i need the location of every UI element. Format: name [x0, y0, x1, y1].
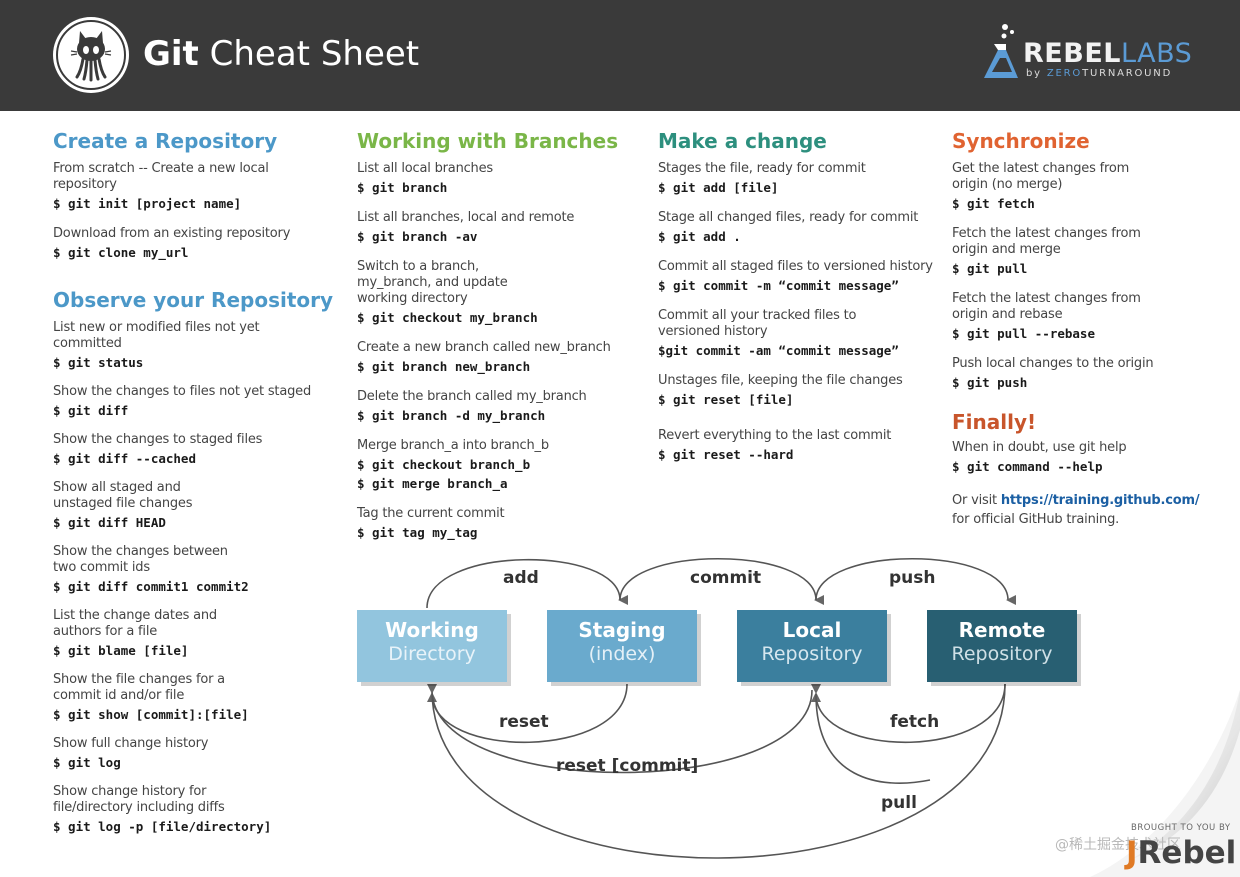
rebellabs-logo: REBELLABS — [1023, 38, 1193, 69]
list-item: Show full change history $ git log — [53, 736, 209, 770]
box-remote-repository: Remote Repository — [927, 610, 1077, 682]
section-title-branches: Working with Branches — [357, 129, 619, 153]
list-item: List all local branches $ git branch — [357, 161, 493, 195]
arrow-reset — [427, 683, 628, 744]
section-title-observe: Observe your Repository — [53, 288, 334, 312]
list-item: Stages the file, ready for commit $ git … — [658, 161, 866, 195]
list-item: Fetch the latest changes from origin and… — [952, 291, 1141, 341]
box-staging-index: Staging (index) — [547, 610, 697, 682]
arrow-push — [815, 557, 1017, 605]
list-item: Download from an existing repository $ g… — [53, 226, 291, 260]
list-item: Show the changes to staged files $ git d… — [53, 432, 263, 466]
rebellabs-tagline: by ZEROTURNAROUND — [1026, 68, 1173, 79]
list-item: Tag the current commit $ git tag my_tag — [357, 506, 505, 540]
list-item: Switch to a branch, my_branch, and updat… — [357, 259, 538, 325]
label-commit: commit — [690, 568, 761, 588]
brought-to-you-label: BROUGHT TO YOU BY — [1131, 823, 1231, 833]
column-change: Make a change Stages the file, ready for… — [658, 128, 938, 463]
label-pull: pull — [881, 793, 917, 813]
list-item: Fetch the latest changes from origin and… — [952, 226, 1141, 276]
column-synchronize: Synchronize Get the latest changes from … — [952, 128, 1232, 528]
list-item: Create a new branch called new_branch $ … — [357, 340, 611, 374]
list-item: Stage all changed files, ready for commi… — [658, 210, 919, 244]
arrow-fetch — [811, 683, 1006, 744]
label-add: add — [503, 568, 539, 588]
page-title: Git Cheat Sheet — [143, 34, 420, 74]
flask-icon — [980, 22, 1020, 82]
list-item: From scratch -- Create a new local repos… — [53, 161, 269, 211]
watermark: @稀土掘金技术社区 — [1055, 837, 1181, 853]
list-item: Show change history for file/directory i… — [53, 784, 272, 834]
label-push: push — [889, 568, 936, 588]
column-repository: Create a Repository From scratch -- Crea… — [53, 128, 333, 835]
label-reset: reset — [499, 712, 549, 732]
list-item: Show all staged and unstaged file change… — [53, 480, 193, 530]
list-item: List new or modified files not yet commi… — [53, 320, 260, 370]
arrow-reset-commit — [431, 689, 813, 774]
list-item: Commit all staged files to versioned his… — [658, 259, 933, 293]
list-item: List the change dates and authors for a … — [53, 608, 217, 658]
list-item: Unstages file, keeping the file changes … — [658, 373, 903, 407]
label-fetch: fetch — [890, 712, 939, 732]
training-link[interactable]: https://training.github.com/ — [1000, 493, 1200, 508]
list-item: Push local changes to the origin $ git p… — [952, 356, 1154, 390]
list-item: Delete the branch called my_branch $ git… — [357, 389, 587, 423]
list-item: Show the changes between two commit ids … — [53, 544, 249, 594]
page-curl-decoration — [1090, 690, 1240, 877]
list-item: Revert everything to the last commit $ g… — [658, 428, 892, 462]
arrow-pull — [431, 683, 1006, 859]
header-bar: Git Cheat Sheet REBELLABS by ZEROTURNARO… — [0, 0, 1240, 111]
section-title-change: Make a change — [658, 129, 827, 153]
section-title-finally: Finally! — [952, 410, 1037, 434]
list-item: Show the changes to files not yet staged… — [53, 384, 311, 418]
arrow-commit — [619, 557, 825, 605]
training-note: Or visit https://training.github.com/ fo… — [952, 493, 1200, 527]
github-octocat-icon — [53, 17, 129, 93]
box-working-directory: Working Directory — [357, 610, 507, 682]
section-title-create: Create a Repository — [53, 129, 278, 153]
jrebel-logo: JRebel — [1126, 835, 1237, 871]
column-branches: Working with Branches List all local bra… — [357, 128, 637, 541]
list-item: When in doubt, use git help $ git comman… — [952, 440, 1127, 474]
list-item: Get the latest changes from origin (no m… — [952, 161, 1130, 211]
list-item: Commit all your tracked files to version… — [658, 308, 899, 358]
arrow-add — [426, 558, 629, 609]
label-reset-commit: reset [commit] — [556, 756, 698, 776]
list-item: Show the file changes for a commit id an… — [53, 672, 249, 722]
list-item: Merge branch_a into branch_b $ git check… — [357, 438, 549, 491]
list-item: List all branches, local and remote $ gi… — [357, 210, 575, 244]
box-local-repository: Local Repository — [737, 610, 887, 682]
section-title-sync: Synchronize — [952, 129, 1090, 153]
